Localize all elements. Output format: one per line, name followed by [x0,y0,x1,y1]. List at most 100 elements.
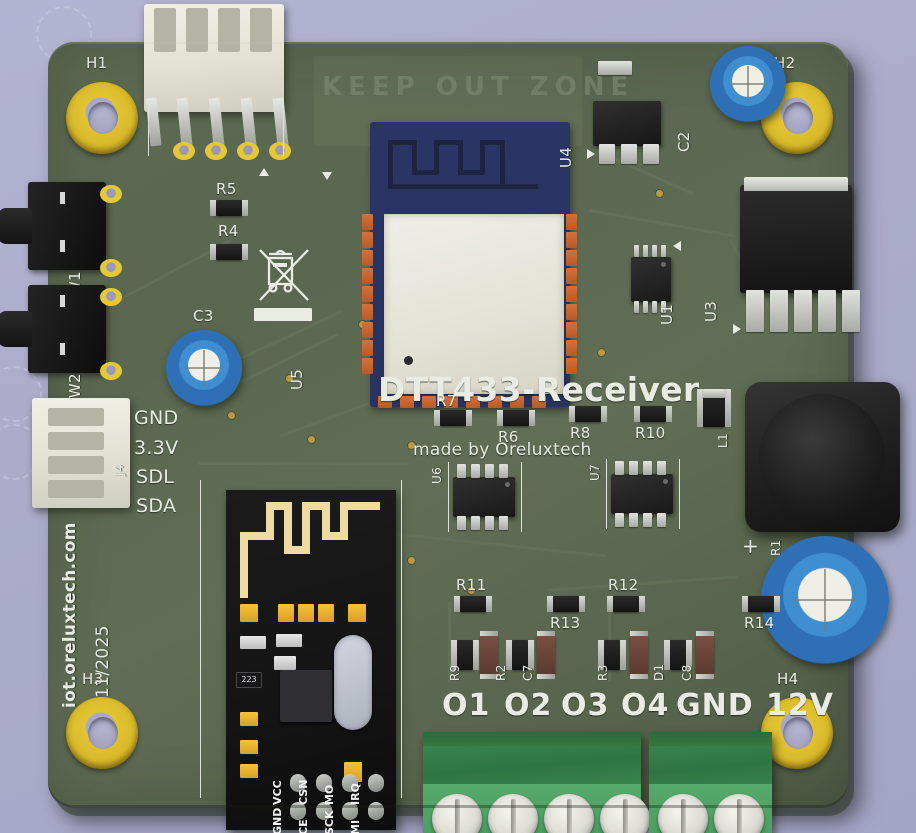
terminal-screw [488,794,538,833]
ref-label-r13: R2 [494,664,508,681]
polarity-plus-marking: + [742,534,760,558]
through-hole-pad [269,142,291,160]
connector-slot [48,408,104,426]
terminal-label-o2: O2 [504,688,553,723]
component-pin [842,290,860,332]
via [308,436,315,443]
pin1-marker-icon [322,172,332,180]
nrf24-smd-part [276,634,302,647]
component-r5 [451,640,479,670]
nrf24-radio-module: 223 105 VCC CSN MO IRQ [226,490,396,833]
switch-marking [60,295,65,307]
component-r4 [634,406,672,422]
diode-cathode-band [703,389,725,398]
ref-label-u3: U3 [702,300,720,322]
mounting-hole-h1 [66,82,138,154]
component-c7 [537,631,555,679]
connector-slot [186,8,208,52]
via [468,587,475,594]
component-r1 [210,244,248,260]
nrf24-smd-part [240,636,266,649]
nrf24-smd-part [274,656,296,670]
cap-vent-cross [166,330,242,406]
terminal-top-face [423,732,641,746]
connector-slot [218,8,240,52]
component-r8 [598,640,626,670]
component-pin [643,144,659,164]
component-pin [770,290,788,332]
connector-silk-outline [148,102,284,156]
heatsink-tab [744,177,848,191]
terminal-label-12v: 12V [766,688,834,723]
component-pin [599,144,615,164]
pin1-marker-icon [673,241,681,251]
switch-pad [100,288,122,306]
component-pin [818,290,836,332]
hole-bore [88,102,118,134]
ref-label-r12: R14 [744,614,775,632]
component-u6 [453,477,515,517]
website-silkscreen: iot.oreluxtech.com [60,522,80,708]
terminal-top-face [649,732,772,746]
terminal-screw [714,794,764,833]
switch-plunger [0,208,32,244]
component-sw1 [0,285,106,373]
via [408,557,415,564]
component-u3 [740,177,852,293]
ref-label-r5: R9 [448,664,462,681]
component-pin [746,290,764,332]
component-r14 [664,640,692,670]
nrf24-crystal [334,635,372,730]
via [286,375,293,382]
terminal-label-o1: O1 [442,688,491,723]
hole-bore [88,717,118,749]
trace [366,529,606,558]
component-pin [598,61,632,75]
ref-label-r7: R8 [570,424,591,442]
pin1-dot [663,479,668,484]
keepout-zone-text: KEEP OUT ZONE [322,72,635,102]
ref-label-r8: R3 [596,664,610,681]
header-pin-label-3v3: 3.3V [134,437,179,459]
switch-marking [60,192,65,204]
ref-label-d1: L1 [716,433,730,448]
ref-label-u6: U6 [430,466,444,484]
through-hole-pad [205,142,227,160]
ref-label-r6: R7 [436,392,457,410]
component-u4 [593,101,661,146]
ref-label-r10: R12 [608,576,639,594]
pcb-board: H1 H2 H3 H4 KEEP OUT ZONE [0,4,900,833]
trace [548,575,738,592]
ref-label-c7: C7 [521,664,535,681]
component-u7 [611,474,673,514]
terminal-label-gnd: GND [676,688,754,723]
via [228,412,235,419]
switch-pad [100,362,122,380]
connector-slot [48,456,104,474]
terminal-screw [658,794,708,833]
component-pin [794,290,812,332]
ref-label-r11: R13 [550,614,581,632]
nrf24-smd-pad [278,604,294,622]
component-r9 [454,596,492,612]
nrf24-pin-label-sck: SCK [323,810,336,833]
nrf24-pin-label-mi: MI [349,819,362,833]
pin1-dot [661,262,666,267]
nrf24-pcb-antenna [240,502,380,598]
via [408,442,415,449]
u7-silk-outline [606,459,680,529]
header-pin-label-gnd: GND [134,407,179,429]
component-c1 [761,536,889,664]
component-c-mid [630,631,648,679]
cap-vent-cross [710,46,786,122]
switch-marking [60,343,65,355]
i2c-header-connector [32,398,130,508]
header-pin-label-sda: SDA [136,495,177,517]
terminal-label-o4: O4 [621,688,670,723]
terminal-screw [544,794,594,833]
date-code-silkscreen: 11/2025 [93,625,113,698]
nrf24-smd-pad [240,764,258,778]
through-hole-pad [237,142,259,160]
trace [448,602,451,682]
